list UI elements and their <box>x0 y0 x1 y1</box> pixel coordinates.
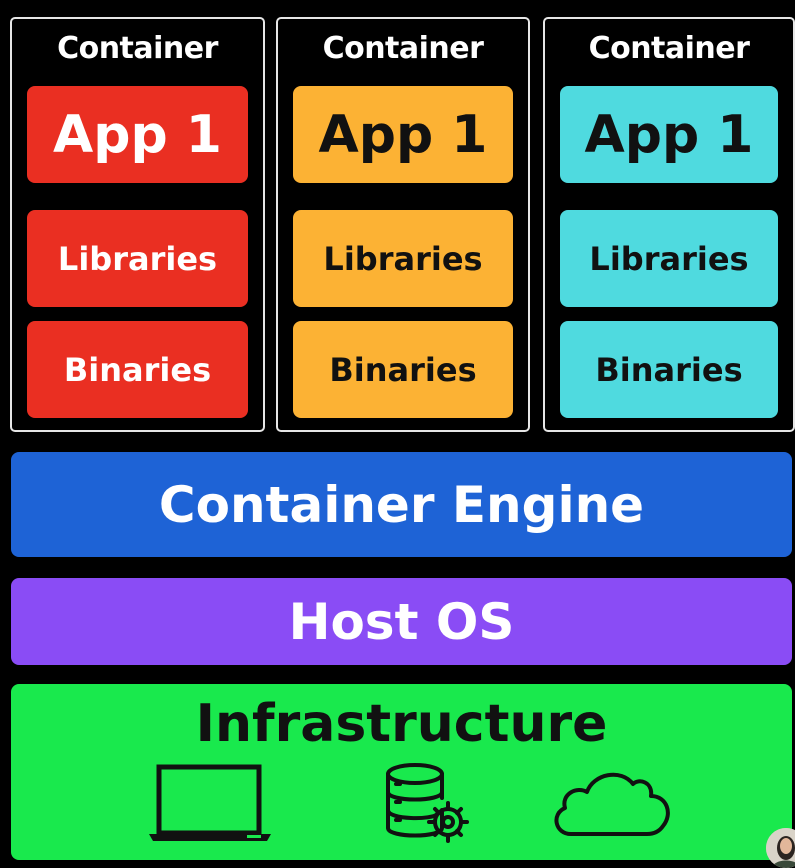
container-3: Container App 1 Libraries Binaries <box>543 17 795 432</box>
infrastructure-layer: Infrastructure <box>11 684 792 860</box>
container-title: Container <box>57 31 218 66</box>
binaries-block: Binaries <box>27 321 248 418</box>
infrastructure-label: Infrastructure <box>195 694 608 754</box>
container-title: Container <box>588 31 750 66</box>
container-title: Container <box>322 31 484 66</box>
app-block: App 1 <box>27 86 248 183</box>
avatar <box>766 828 795 868</box>
libraries-block: Libraries <box>293 210 513 307</box>
container-engine-layer: Container Engine <box>11 452 792 557</box>
binaries-block: Binaries <box>560 321 778 418</box>
host-os-layer: Host OS <box>11 578 792 665</box>
app-block: App 1 <box>560 86 778 183</box>
container-2: Container App 1 Libraries Binaries <box>276 17 530 432</box>
binaries-block: Binaries <box>293 321 513 418</box>
app-block: App 1 <box>293 86 513 183</box>
cloud-icon <box>554 772 670 836</box>
container-1: Container App 1 Libraries Binaries <box>10 17 265 432</box>
laptop-icon <box>149 764 271 841</box>
database-gear-icon <box>386 763 469 843</box>
libraries-block: Libraries <box>560 210 778 307</box>
container-engine-label: Container Engine <box>158 475 645 534</box>
host-os-label: Host OS <box>288 592 515 651</box>
libraries-block: Libraries <box>27 210 248 307</box>
